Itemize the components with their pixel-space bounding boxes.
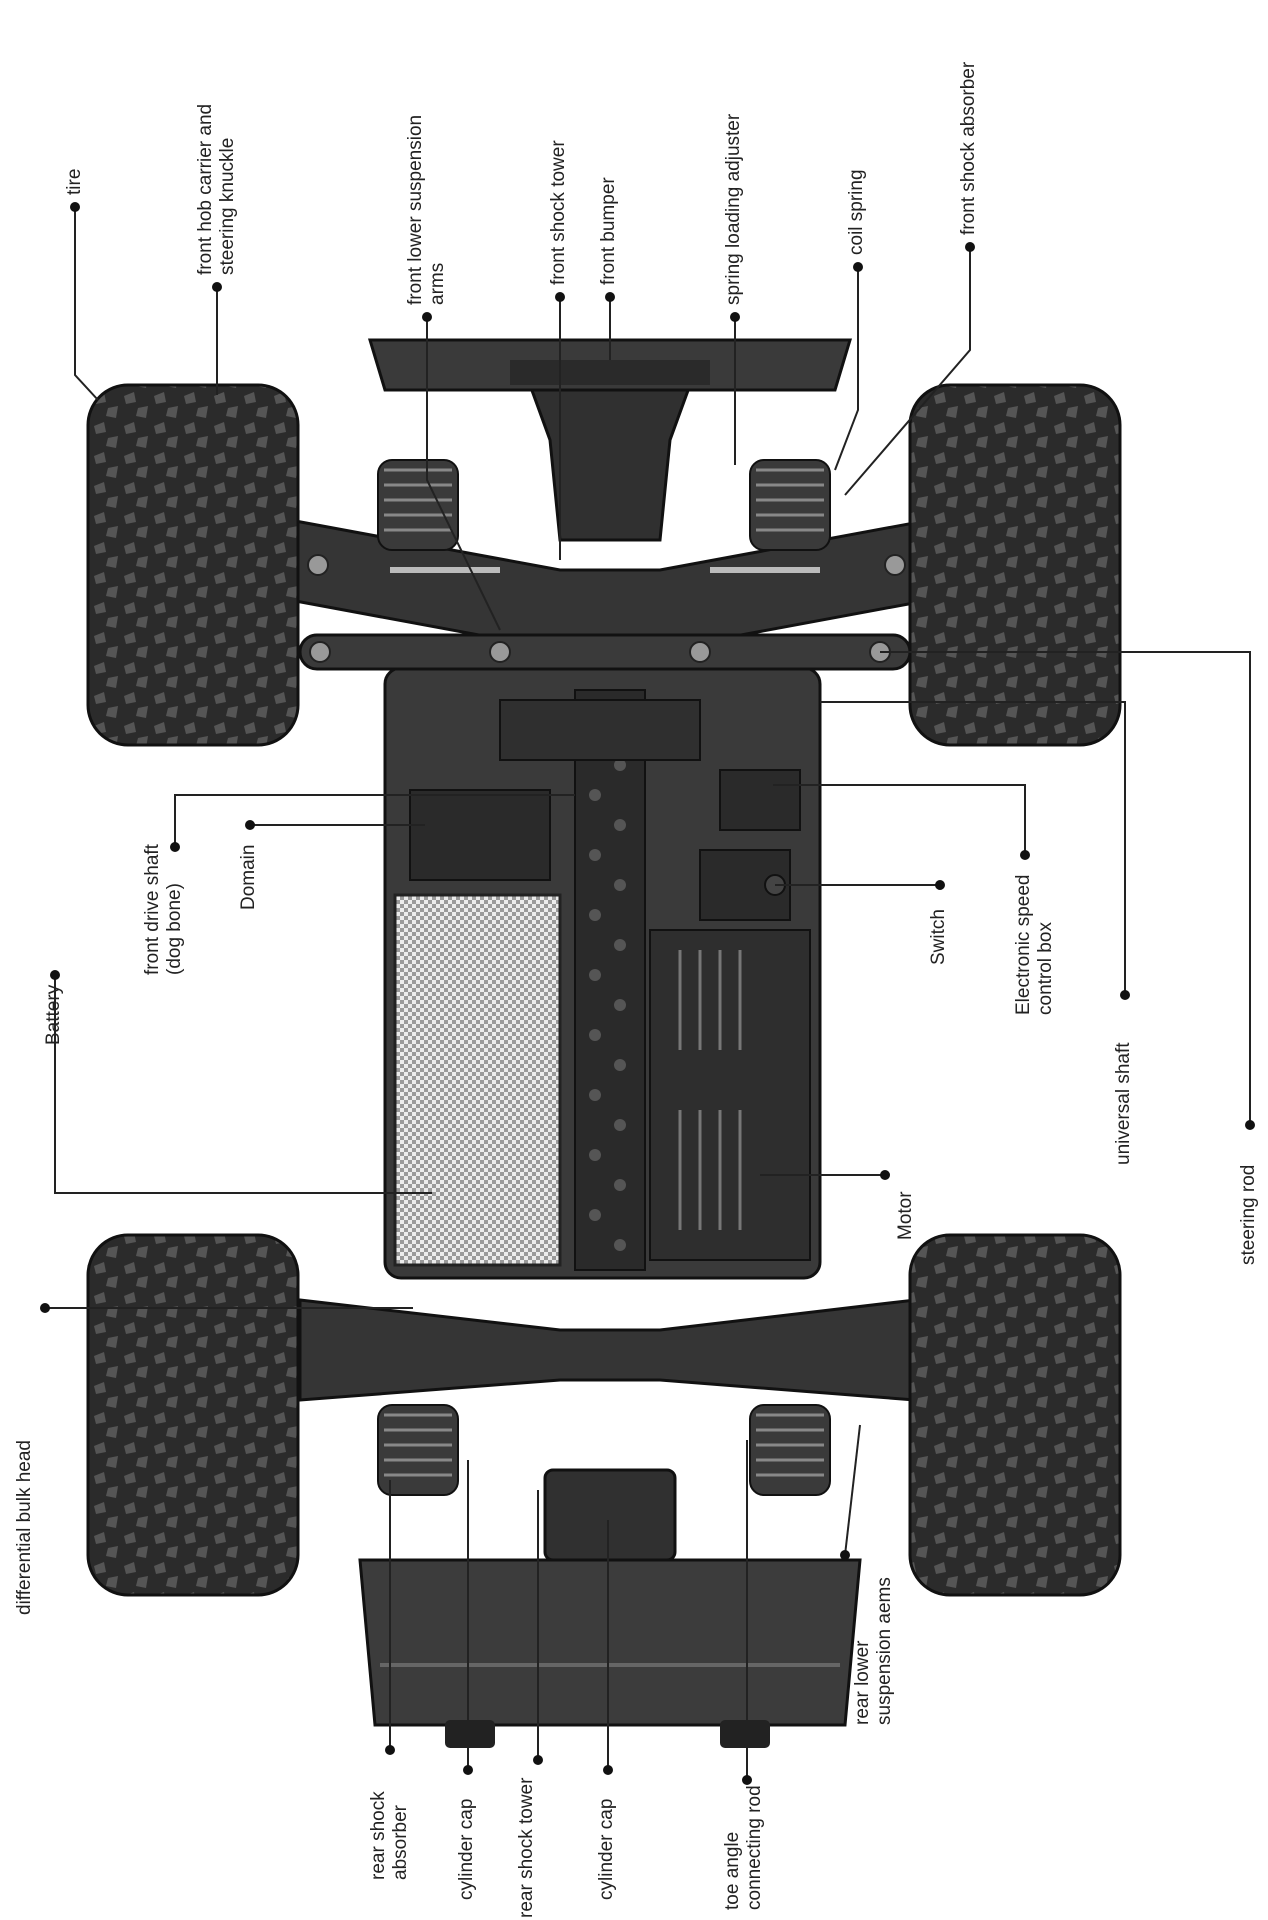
label-cylinder-cap-2: cylinder cap (596, 1798, 617, 1900)
motor-cover (649, 929, 811, 1261)
battery-pack (393, 893, 562, 1267)
label-motor: Motor (895, 1191, 916, 1240)
rear-wing (358, 1558, 862, 1727)
label-front-shock-absorber: front shock absorber (958, 61, 979, 235)
label-front-shock-tower: front shock tower (548, 140, 569, 285)
label-esc-box: Electronic speed control box (1013, 874, 1056, 1015)
leader-lines (45, 207, 1251, 1780)
leader-dots (40, 202, 1255, 1785)
label-coil-spring: coil spring (846, 169, 867, 255)
label-toe-angle-rod: toe angle connecting rod (722, 1785, 765, 1910)
label-steering-rod: steering rod (1238, 1164, 1259, 1265)
label-differential-bulk-head: differential bulk head (14, 1440, 35, 1615)
label-domain: Domain (238, 844, 259, 910)
label-front-drive-shaft: front drive shaft (dog bone) (142, 844, 185, 975)
label-front-bumper: front bumper (598, 177, 619, 285)
front-axle (288, 338, 932, 671)
tire-front-left (86, 383, 300, 747)
tires (86, 383, 1122, 1597)
label-rear-shock-absorber: rear shock absorber (368, 1791, 411, 1880)
front-coil-springs (377, 459, 831, 551)
label-front-hub-carrier: front hob carrier and steering knuckle (195, 103, 238, 275)
tire-front-right (908, 383, 1122, 747)
label-rear-lower-arms: rear lower suspension aems (852, 1577, 895, 1725)
chassis (383, 666, 822, 1280)
label-cylinder-cap-1: cylinder cap (456, 1798, 477, 1900)
label-battery: Battery (43, 984, 64, 1045)
rear-axle (298, 1298, 917, 1748)
center-spine (574, 689, 646, 1271)
tire-rear-right (908, 1233, 1122, 1597)
label-tire: tire (64, 168, 85, 195)
label-switch: Switch (928, 909, 949, 965)
label-rear-shock-tower: rear shock tower (516, 1777, 537, 1918)
label-spring-loading-adjuster: spring loading adjuster (723, 113, 744, 305)
label-front-lower-arms: front lower suspension arms (405, 114, 448, 305)
tire-rear-left (86, 1233, 300, 1597)
label-universal-shaft: universal shaft (1113, 1042, 1134, 1165)
